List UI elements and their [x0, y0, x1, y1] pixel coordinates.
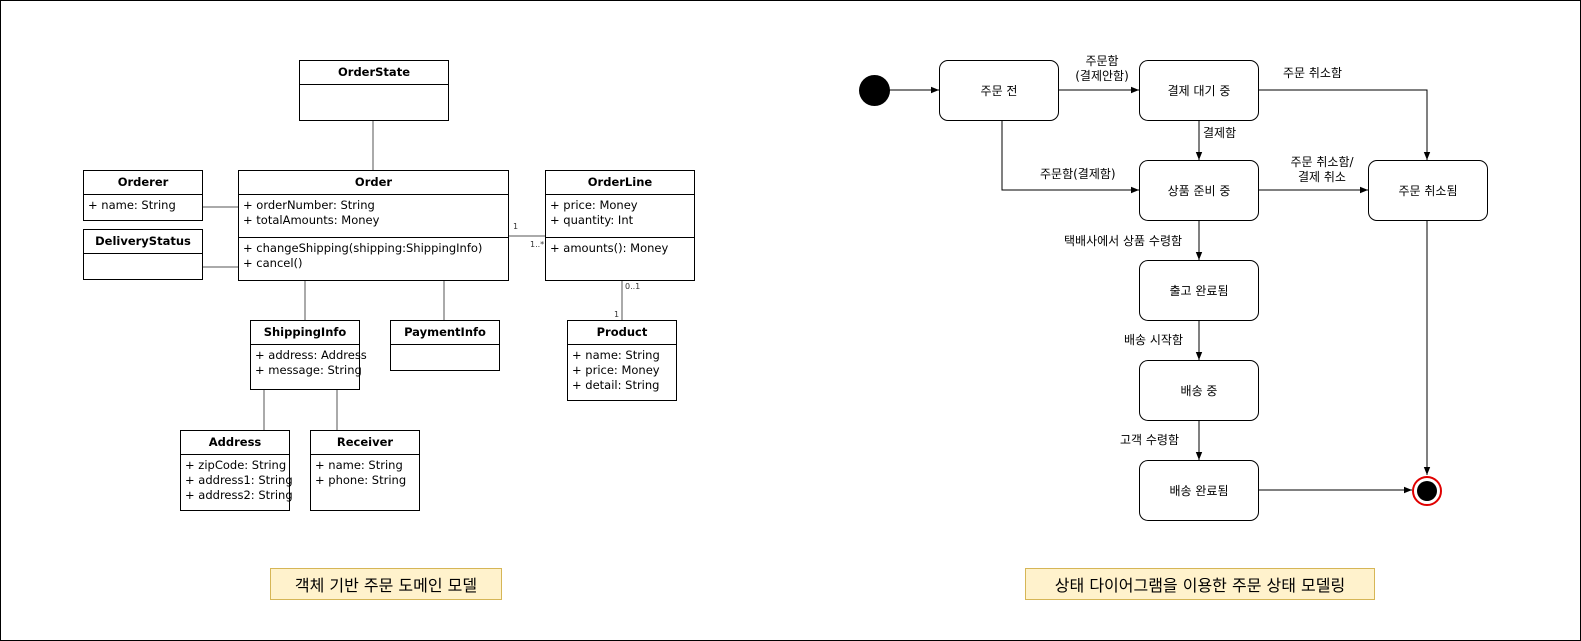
- class-paymentinfo: PaymentInfo: [390, 320, 500, 371]
- class-attributes: + name: String + price: Money + detail: …: [568, 345, 676, 396]
- method: + changeShipping(shipping:ShippingInfo): [243, 241, 483, 255]
- label-line: 결제 취소: [1298, 170, 1346, 184]
- attribute: + price: Money: [572, 363, 660, 377]
- class-attributes: + name: String: [84, 195, 202, 216]
- class-deliverystatus: DeliveryStatus: [83, 229, 203, 280]
- multiplicity-order-side: 1: [513, 222, 519, 231]
- class-address: Address + zipCode: String + address1: St…: [180, 430, 293, 511]
- class-orderstate: OrderState: [299, 60, 449, 121]
- multiplicity-orderline-product: 0..1: [625, 282, 641, 291]
- attribute: + quantity: Int: [550, 213, 634, 227]
- attribute: + price: Money: [550, 198, 638, 212]
- class-order: Order + orderNumber: String + totalAmoun…: [238, 170, 509, 281]
- label-customer-received: 고객 수령함: [1120, 433, 1180, 447]
- attribute: + orderNumber: String: [243, 198, 375, 212]
- class-product: Product + name: String + price: Money + …: [567, 320, 677, 401]
- class-receiver: Receiver + name: String + phone: String: [310, 430, 420, 511]
- attribute: + name: String: [88, 198, 176, 212]
- final-state-core: [1417, 481, 1437, 501]
- final-state-node: [1412, 476, 1442, 506]
- class-attributes: + address: Address + message: String: [251, 345, 367, 381]
- method: + cancel(): [243, 256, 303, 270]
- label-start-delivery: 배송 시작함: [1124, 333, 1184, 347]
- transition-awaiting-cancelled: [1259, 89, 1431, 160]
- class-orderline: OrderLine + price: Money + quantity: Int…: [545, 170, 695, 281]
- multiplicity-product-side: 1: [614, 310, 620, 319]
- class-name: ShippingInfo: [251, 321, 359, 345]
- attribute: + zipCode: String: [185, 458, 287, 472]
- class-name: OrderLine: [546, 171, 694, 195]
- attribute: + address2: String: [185, 488, 293, 502]
- class-name: PaymentInfo: [391, 321, 499, 345]
- label-cancel-order: 주문 취소함: [1283, 66, 1343, 80]
- state-before-order: 주문 전: [939, 60, 1059, 121]
- attribute: + detail: String: [572, 378, 660, 392]
- class-attributes: + price: Money + quantity: Int: [546, 195, 694, 237]
- state-awaiting-payment: 결제 대기 중: [1139, 60, 1259, 121]
- class-associations: [202, 120, 623, 430]
- attribute: + name: String: [315, 458, 403, 472]
- class-name: OrderState: [300, 61, 448, 85]
- class-diagram-caption: 객체 기반 주문 도메인 모델: [270, 568, 502, 600]
- state-transitions: [889, 86, 1431, 494]
- label-pay: 결제함: [1203, 126, 1237, 140]
- state-delivered: 배송 완료됨: [1139, 460, 1259, 521]
- multiplicity-orderline-side: 1..*: [530, 240, 545, 249]
- class-name: Address: [181, 431, 289, 455]
- attribute: + name: String: [572, 348, 660, 362]
- class-orderer: Orderer + name: String: [83, 170, 203, 221]
- class-name: Receiver: [311, 431, 419, 455]
- class-attributes: + zipCode: String + address1: String + a…: [181, 455, 293, 506]
- attribute: + message: String: [255, 363, 362, 377]
- class-shippinginfo: ShippingInfo + address: Address + messag…: [250, 320, 367, 390]
- attribute: + totalAmounts: Money: [243, 213, 380, 227]
- state-in-delivery: 배송 중: [1139, 360, 1259, 421]
- class-name: DeliveryStatus: [84, 230, 202, 254]
- initial-state-node: [859, 75, 890, 106]
- label-line: 주문함: [1085, 54, 1119, 68]
- class-name: Orderer: [84, 171, 202, 195]
- label-order-no-pay: 주문함 (결제안함): [1068, 54, 1136, 84]
- state-diagram-caption: 상태 다이어그램을 이용한 주문 상태 모델링: [1025, 568, 1375, 600]
- class-methods: + amounts(): Money: [546, 237, 694, 259]
- class-attributes: + name: String + phone: String: [311, 455, 419, 491]
- method: + amounts(): Money: [550, 241, 669, 255]
- attribute: + phone: String: [315, 473, 407, 487]
- label-cancel-or-refund: 주문 취소함/ 결제 취소: [1272, 155, 1372, 185]
- state-preparing: 상품 준비 중: [1139, 160, 1259, 221]
- attribute: + address1: String: [185, 473, 293, 487]
- attribute: + address: Address: [255, 348, 367, 362]
- state-shipped-out: 출고 완료됨: [1139, 260, 1259, 321]
- class-name: Order: [239, 171, 508, 195]
- class-methods: + changeShipping(shipping:ShippingInfo) …: [239, 237, 508, 274]
- label-courier-received: 택배사에서 상품 수령함: [1064, 234, 1183, 248]
- label-order-with-pay: 주문함(결제함): [1040, 167, 1116, 181]
- state-cancelled: 주문 취소됨: [1368, 160, 1488, 221]
- class-name: Product: [568, 321, 676, 345]
- class-attributes: + orderNumber: String + totalAmounts: Mo…: [239, 195, 508, 237]
- transition-before-preparing: [1001, 121, 1139, 194]
- label-line: (결제안함): [1075, 69, 1129, 83]
- label-line: 주문 취소함/: [1290, 155, 1354, 169]
